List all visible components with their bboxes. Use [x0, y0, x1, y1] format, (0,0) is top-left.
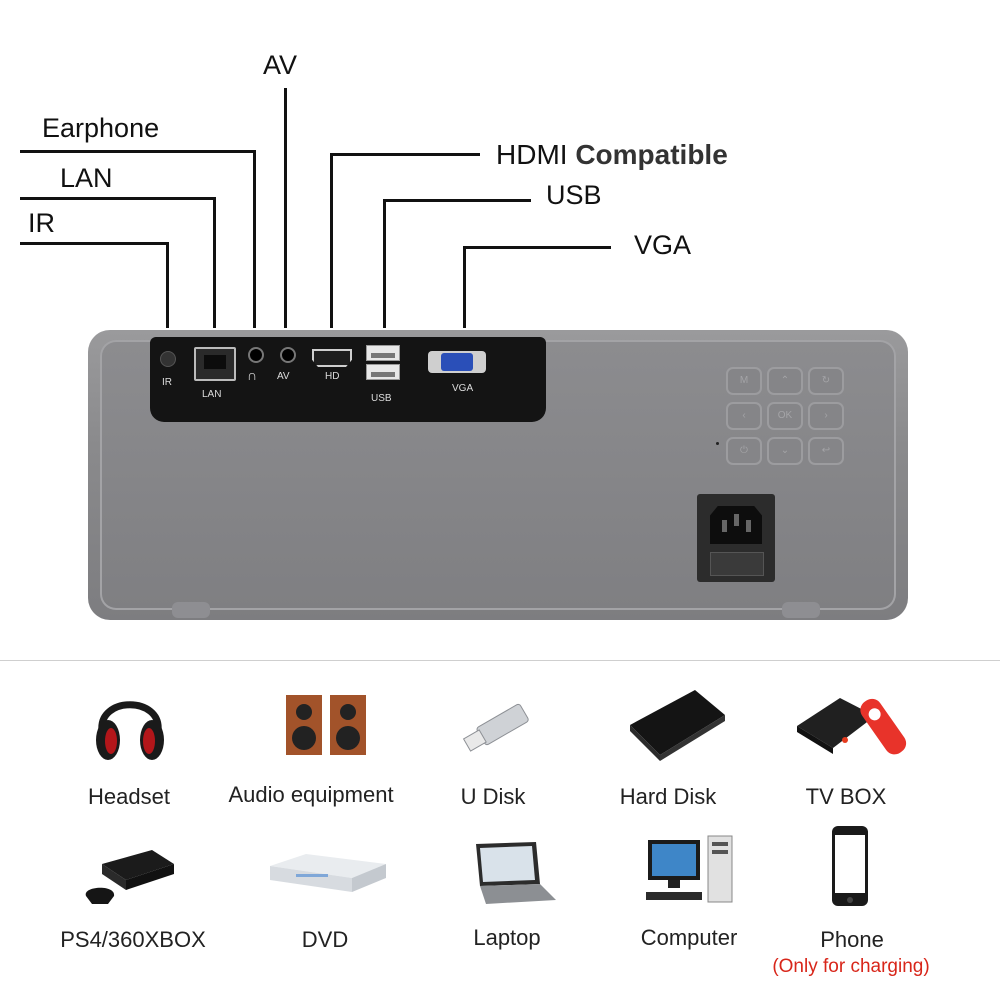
power-key[interactable]: ⏻	[726, 437, 762, 465]
ir-callout-label: IR	[28, 208, 55, 238]
av-jack-icon[interactable]	[280, 347, 296, 363]
usb-drive-icon	[462, 703, 529, 752]
down-key[interactable]: ⌄	[767, 437, 803, 465]
headset-icon	[96, 701, 164, 760]
vga-leader-h	[463, 246, 611, 249]
usb-port-top-icon[interactable]	[366, 345, 400, 361]
panel-label-lan: LAN	[202, 389, 222, 400]
earphone-callout-label: Earphone	[42, 113, 160, 143]
lan-leader-h	[20, 197, 215, 200]
usb-port-bottom-icon[interactable]	[366, 364, 400, 380]
projector-foot-left	[172, 602, 210, 618]
laptop-icon	[476, 842, 556, 904]
device-label-ps4-xbox: PS4/360XBOX	[60, 927, 206, 952]
device-label-dvd: DVD	[301, 927, 349, 952]
earphone-jack-icon[interactable]	[248, 347, 264, 363]
earphone-leader-h	[20, 150, 256, 153]
lan-callout-label: LAN	[60, 163, 113, 193]
vga-port-icon[interactable]	[428, 351, 486, 373]
left-key[interactable]: ‹	[726, 402, 762, 430]
usb-leader-h	[383, 199, 531, 202]
tv-box-icon	[797, 698, 907, 755]
device-label-tv-box: TV BOX	[805, 784, 887, 809]
fuse-drawer-icon	[710, 552, 764, 576]
ir-receiver-icon	[160, 351, 176, 367]
source-key[interactable]: ↻	[808, 367, 844, 395]
device-label-computer: Computer	[640, 925, 738, 950]
av-leader-v	[284, 88, 287, 328]
usb-callout-label: USB	[546, 180, 602, 210]
panel-label-usb: USB	[371, 393, 392, 404]
device-label-audio-equipment: Audio equipment	[228, 782, 394, 807]
device-label-phone: Phone	[820, 927, 884, 952]
device-label-hard-disk: Hard Disk	[619, 784, 717, 809]
panel-label-av: AV	[277, 371, 290, 382]
ir-leader-v	[166, 242, 169, 328]
hard-disk-icon	[630, 690, 725, 761]
panel-label-ir: IR	[162, 377, 172, 388]
device-label-headset: Headset	[88, 784, 170, 809]
back-key[interactable]: ↩	[808, 437, 844, 465]
computer-icon	[646, 835, 733, 903]
up-key[interactable]: ⌃	[767, 367, 803, 395]
phone-icon	[832, 826, 868, 906]
ok-key[interactable]: OK	[767, 402, 803, 430]
hdmi-port-icon[interactable]	[312, 349, 352, 367]
device-label-laptop: Laptop	[473, 925, 541, 950]
earphone-leader-v	[253, 150, 256, 328]
hdmi-leader-h	[330, 153, 480, 156]
panel-label-vga: VGA	[452, 383, 474, 394]
right-key[interactable]: ›	[808, 402, 844, 430]
menu-key[interactable]: M	[726, 367, 762, 395]
hdmi-callout-label: HDMI Compatible	[496, 139, 728, 170]
power-socket-icon	[710, 506, 762, 544]
device-label-u-disk: U Disk	[460, 784, 526, 809]
indicator-led-icon	[716, 442, 719, 445]
speakers-icon	[286, 695, 366, 755]
section-divider	[0, 660, 1000, 661]
game-console-icon	[85, 850, 174, 904]
av-callout-label: AV	[263, 50, 298, 80]
lan-leader-v	[213, 197, 216, 328]
vga-callout-label: VGA	[634, 230, 692, 260]
dvd-player-icon	[270, 854, 386, 892]
panel-label-hd: HD	[325, 371, 340, 382]
projector-foot-right	[782, 602, 820, 618]
lan-port-icon[interactable]	[194, 347, 236, 381]
power-socket[interactable]	[697, 494, 775, 582]
headphone-symbol-icon: ∩	[247, 367, 258, 383]
ir-leader-h	[20, 242, 168, 245]
usb-leader-v	[383, 199, 386, 328]
phone-charging-note: (Only for charging)	[772, 956, 930, 977]
io-panel: IR LAN ∩ AV HD USB VGA	[150, 337, 546, 422]
vga-leader-v	[463, 246, 466, 328]
hdmi-leader-v	[330, 153, 333, 328]
